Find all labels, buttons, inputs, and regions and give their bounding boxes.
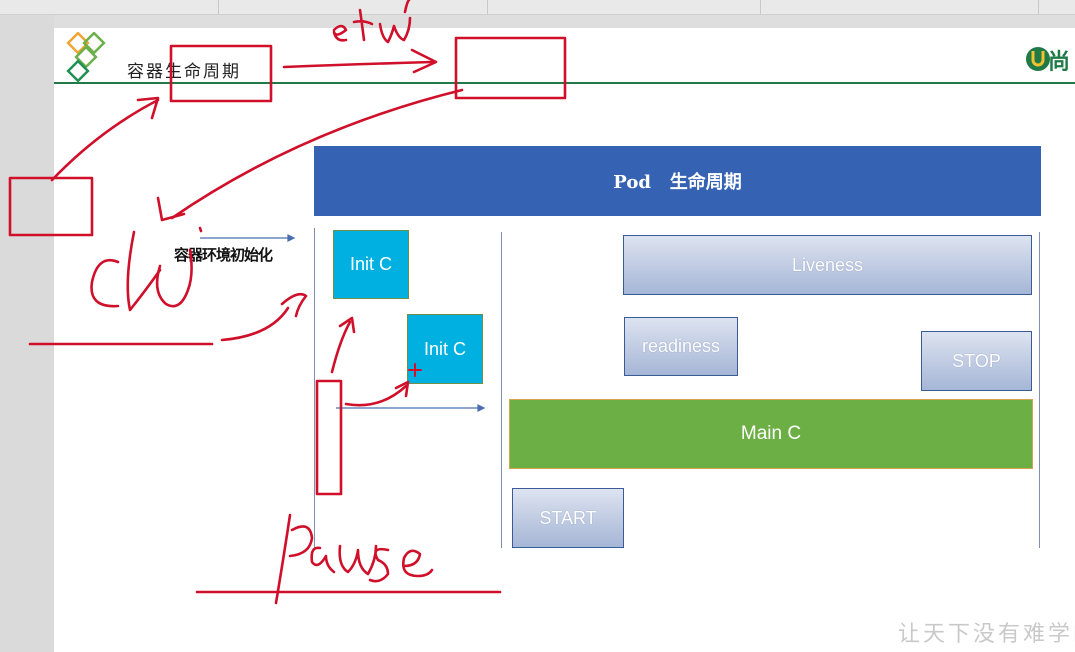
red-arrow-icon [282, 60, 434, 69]
red-arrow-head-icon [394, 380, 410, 398]
red-arrow-head-icon [410, 48, 438, 74]
top-bar-divider [218, 0, 219, 14]
red-arrow-icon [170, 88, 464, 220]
red-arrow-head-icon [136, 96, 160, 120]
init-c-label: Init C [349, 254, 392, 274]
slide-title: 容器生命周期 [127, 62, 241, 82]
init-c-box-1[interactable]: Init C [333, 230, 409, 299]
brand-text: 尚 [1048, 50, 1071, 75]
editor-gutter [0, 15, 54, 652]
etcd-handwriting [332, 0, 412, 44]
red-rectangle-icon [454, 36, 567, 100]
diamond-logo-icon [66, 32, 106, 83]
brand-logo-icon [1026, 47, 1050, 71]
red-arrow-icon [344, 384, 408, 407]
top-bar-divider [760, 0, 761, 14]
liveness-label: Liveness [791, 254, 864, 275]
init-c-box-2[interactable]: Init C [407, 314, 483, 384]
red-arrow-icon [220, 306, 290, 342]
red-rectangle-icon [315, 379, 343, 496]
init-c-label: Init C [423, 338, 466, 359]
start-hook-box[interactable]: START [512, 488, 624, 548]
readiness-probe-box[interactable]: readiness [624, 317, 738, 376]
red-plus-icon [408, 363, 422, 377]
pen-dot [198, 226, 203, 233]
pod-lifecycle-header: Pod 生命周期 [314, 146, 1041, 216]
red-arrow-icon [330, 320, 352, 374]
stop-hook-box[interactable]: STOP [921, 331, 1032, 391]
lifecycle-divider-middle [501, 232, 502, 548]
lifecycle-divider-right [1039, 232, 1040, 548]
liveness-probe-box[interactable]: Liveness [623, 235, 1032, 295]
window-top-bar [0, 0, 1075, 15]
red-arrow-icon [50, 98, 160, 182]
red-rectangle-icon [169, 44, 273, 103]
top-bar-divider [1038, 0, 1039, 14]
lifecycle-divider-left [314, 228, 315, 548]
top-bar-divider [487, 0, 488, 14]
red-arrow-head-icon [280, 292, 308, 318]
pause-arrow-head-icon [477, 404, 486, 412]
pod-lifecycle-title: Pod 生命周期 [613, 172, 742, 193]
main-container-box[interactable]: Main C [509, 399, 1033, 469]
stop-label: STOP [952, 350, 1001, 371]
cri-handwriting [90, 230, 193, 312]
pause-handwriting [274, 513, 434, 605]
red-arrow-head-icon [338, 316, 356, 334]
env-arrow-head-icon [287, 234, 296, 242]
watermark-text: 让天下没有难学的 [898, 622, 1075, 647]
main-c-label: Main C [740, 423, 802, 444]
start-label: START [539, 507, 597, 528]
readiness-label: readiness [641, 336, 721, 356]
red-rectangle-icon [8, 176, 94, 237]
red-arrow-head-icon [156, 196, 186, 222]
init-env-label: 容器环境初始化 [174, 246, 273, 264]
